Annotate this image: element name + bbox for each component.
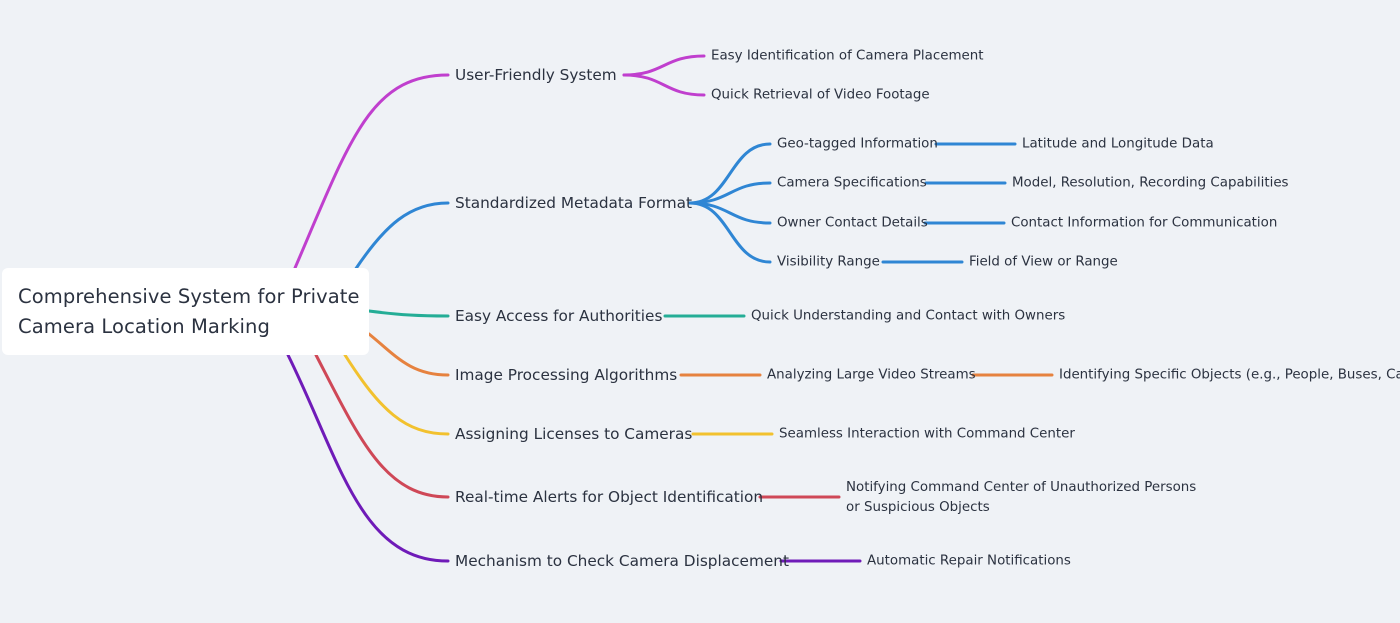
branch-standardized-metadata-format[interactable]: Standardized Metadata Format <box>455 194 693 212</box>
root-node-line-1: Comprehensive System for Private <box>18 284 360 308</box>
subnode-visibility-range[interactable]: Visibility Range <box>777 254 880 270</box>
leaf-contact-information[interactable]: Contact Information for Communication <box>1011 215 1278 231</box>
leaf-seamless-interaction[interactable]: Seamless Interaction with Command Center <box>779 426 1075 442</box>
leaf-easy-identification[interactable]: Easy Identification of Camera Placement <box>711 48 984 64</box>
connector-root-user-friendly <box>293 73 450 270</box>
leaf-quick-retrieval[interactable]: Quick Retrieval of Video Footage <box>711 87 930 103</box>
subnode-geo-tagged-information[interactable]: Geo-tagged Information <box>777 136 938 152</box>
subnode-camera-specifications[interactable]: Camera Specifications <box>777 175 927 191</box>
connector-metadata-sub-3 <box>688 201 772 264</box>
connector-root-alerts <box>314 353 450 499</box>
connector-user-friendly-retrieval <box>622 73 706 97</box>
leaf-latitude-longitude[interactable]: Latitude and Longitude Data <box>1022 136 1214 152</box>
leaf-notifying-command-center[interactable]: Notifying Command Center of Unauthorized… <box>846 480 1197 515</box>
subnode-analyzing-video-streams[interactable]: Analyzing Large Video Streams <box>767 367 976 383</box>
leaf-field-of-view[interactable]: Field of View or Range <box>969 254 1118 270</box>
branch-user-friendly-system[interactable]: User-Friendly System <box>455 66 617 84</box>
branch-camera-displacement[interactable]: Mechanism to Check Camera Displacement <box>455 552 789 570</box>
root-node[interactable]: Comprehensive System for Private Camera … <box>2 268 369 355</box>
branch-easy-access-authorities[interactable]: Easy Access for Authorities <box>455 307 663 325</box>
root-node-label: Comprehensive System for Private Camera … <box>18 282 360 342</box>
branch-real-time-alerts[interactable]: Real-time Alerts for Object Identificati… <box>455 488 764 506</box>
connector-root-licenses <box>343 353 450 436</box>
leaf-model-resolution[interactable]: Model, Resolution, Recording Capabilitie… <box>1012 175 1289 191</box>
root-node-line-2: Camera Location Marking <box>18 314 270 338</box>
connector-metadata-sub-0 <box>688 142 772 205</box>
leaf-automatic-repair[interactable]: Automatic Repair Notifications <box>867 553 1071 569</box>
leaf-quick-understanding[interactable]: Quick Understanding and Contact with Own… <box>751 308 1066 324</box>
subnode-owner-contact-details[interactable]: Owner Contact Details <box>777 215 928 231</box>
connector-user-friendly-identification <box>622 54 706 77</box>
connector-root-displacement <box>286 353 450 563</box>
connector-root-metadata <box>353 201 450 272</box>
connector-root-easy-access <box>367 309 450 318</box>
branch-image-processing-algorithms[interactable]: Image Processing Algorithms <box>455 366 678 384</box>
connector-root-image-processing <box>367 332 450 377</box>
leaf-identifying-objects[interactable]: Identifying Specific Objects (e.g., Peop… <box>1059 367 1400 383</box>
branch-assigning-licenses[interactable]: Assigning Licenses to Cameras <box>455 425 693 443</box>
